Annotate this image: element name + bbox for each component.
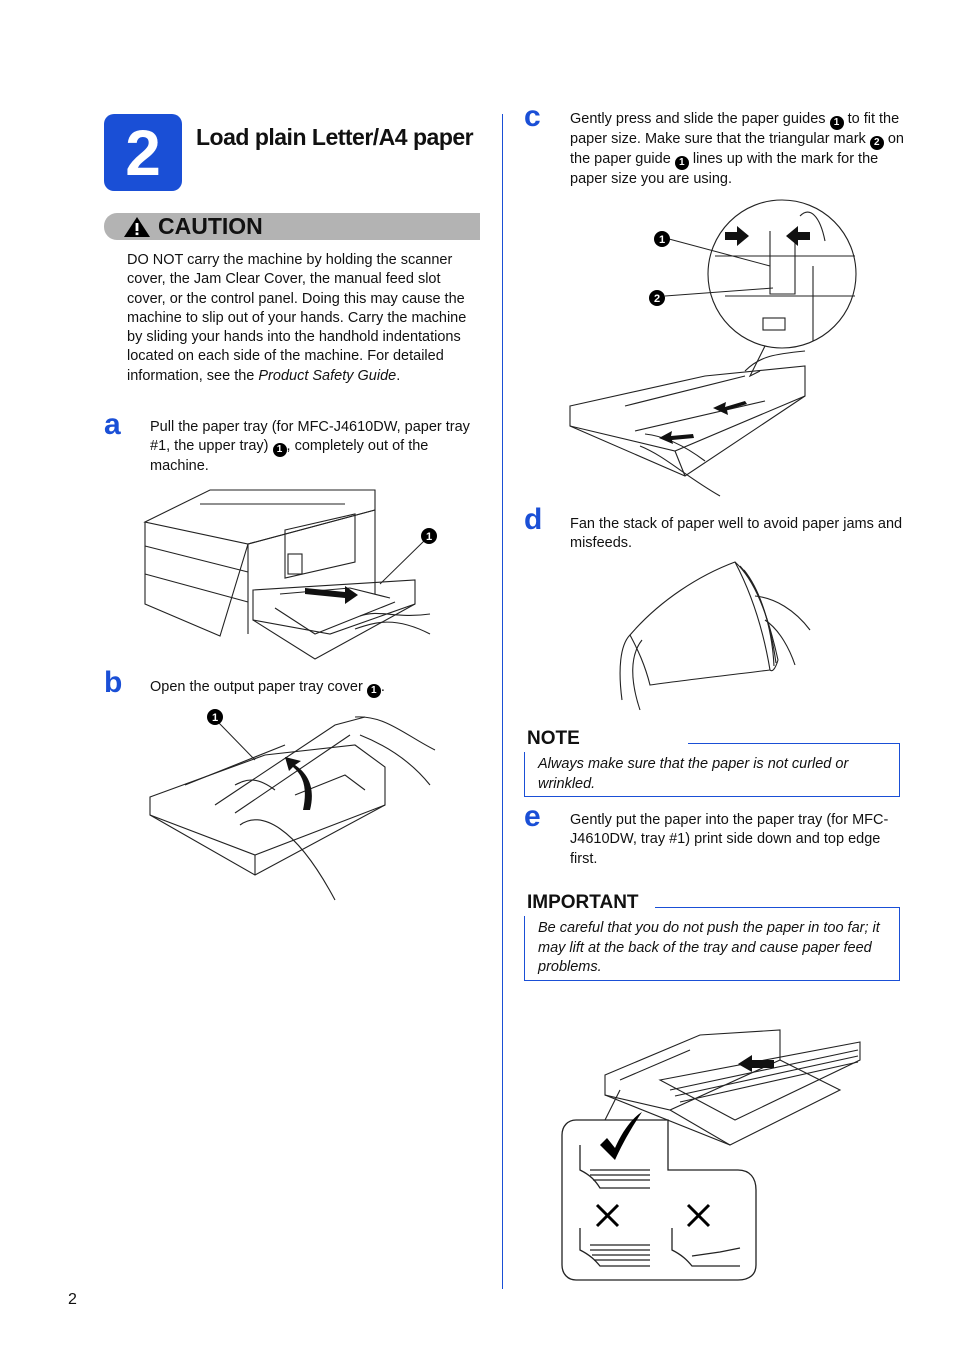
- important-title: IMPORTANT: [527, 892, 639, 913]
- figure-a-callout-1: [421, 528, 437, 544]
- section-number-badge: 2: [104, 114, 182, 191]
- figure-paper-in-tray: [561, 1029, 861, 1281]
- step-a-letter: a: [104, 408, 121, 441]
- warning-icon: [124, 216, 150, 237]
- step-b-text: Open the output paper tray cover 1.: [150, 679, 385, 698]
- important-right-rule: [899, 907, 900, 981]
- caution-title: CAUTION: [158, 213, 263, 239]
- callout-1: 1: [674, 156, 689, 170]
- callout-1: 1: [272, 443, 287, 458]
- important-left-rule: [524, 916, 525, 981]
- important-text: Be careful that you do not push the pape…: [538, 920, 880, 975]
- svg-text:1: 1: [426, 531, 432, 543]
- column-divider: [502, 114, 503, 1289]
- step-e-text: Gently put the paper into the paper tray…: [570, 812, 889, 867]
- step-a-text: Pull the paper tray (for MFC-J4610DW, pa…: [150, 419, 470, 475]
- step-c-letter: c: [524, 100, 541, 133]
- svg-text:2: 2: [654, 293, 660, 305]
- svg-text:1: 1: [212, 712, 218, 724]
- step-d-text: Fan the stack of paper well to avoid pap…: [570, 516, 903, 552]
- note-text: Always make sure that the paper is not c…: [538, 756, 849, 792]
- important-bottom-rule: [524, 980, 900, 981]
- caution-bar: CAUTION: [104, 213, 480, 240]
- step-c-text: Gently press and slide the paper guides …: [570, 111, 904, 187]
- figure-output-tray-cover: 1: [149, 709, 436, 901]
- cross-icon: [595, 1203, 620, 1228]
- figure-b-callout-1: [207, 709, 223, 725]
- note-bottom-rule: [524, 796, 900, 797]
- note-right-rule: [899, 743, 900, 797]
- important-top-rule: [655, 907, 900, 908]
- note-top-rule: [688, 743, 900, 744]
- figure-paper-guides: 1 2: [569, 199, 857, 497]
- callout-1: 1: [829, 116, 844, 130]
- check-icon: [600, 1112, 642, 1160]
- figure-c-callout-1: [654, 231, 670, 247]
- figure-fan-paper: [619, 561, 811, 711]
- section-number: 2: [125, 116, 161, 189]
- callout-2: 2: [869, 136, 884, 150]
- step-b-letter: b: [104, 666, 123, 699]
- cross-icon: [686, 1203, 711, 1228]
- svg-text:1: 1: [659, 234, 665, 246]
- note-title: NOTE: [527, 728, 580, 749]
- page-number: 2: [68, 1291, 77, 1308]
- figure-printer-tray-pulled: 1: [143, 489, 437, 660]
- callout-1: 1: [366, 684, 381, 698]
- caution-text: DO NOT carry the machine by holding the …: [127, 252, 467, 384]
- step-e-letter: e: [524, 800, 541, 833]
- note-left-rule: [524, 752, 525, 797]
- section-title: Load plain Letter/A4 paper: [196, 124, 474, 150]
- step-d-letter: d: [524, 503, 543, 536]
- figure-c-callout-2: [649, 290, 665, 306]
